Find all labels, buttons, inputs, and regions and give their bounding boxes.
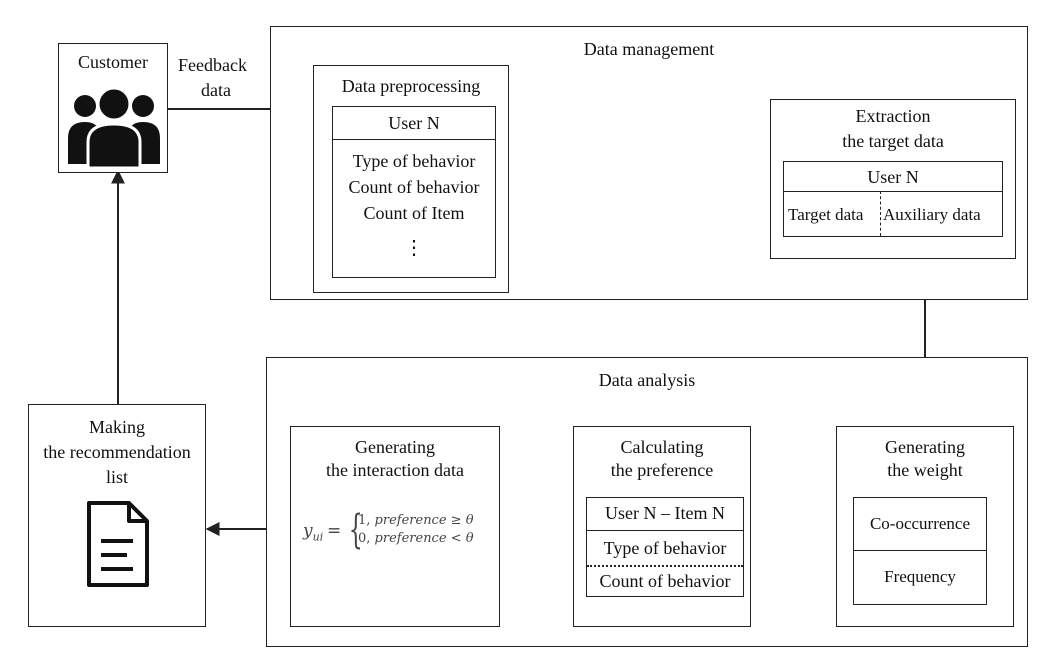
formula-case2: 0, preference < θ [358, 531, 474, 546]
customer-label: Customer [78, 52, 148, 72]
preference-row-type: Type of behavior [603, 538, 727, 558]
formula-brace: { [348, 507, 363, 553]
extraction-target-cell: Target data [788, 205, 864, 224]
interaction-formula: yui = { 1, preference ≥ θ 0, preference … [303, 507, 493, 557]
interaction-title-line2: the interaction data [326, 460, 464, 480]
weight-item-frequency: Frequency [884, 567, 956, 586]
generating-interaction-box: Generating the interaction data yui = { … [290, 426, 500, 627]
preference-dotted-divider [587, 565, 743, 567]
preprocessing-divider [333, 139, 495, 140]
feedback-label-line1: Feedback [178, 55, 247, 75]
data-analysis-title: Data analysis [598, 370, 696, 390]
preprocessing-user-table: User N Type of behavior Count of behavio… [332, 106, 496, 278]
extraction-title-line1: Extraction [855, 106, 931, 126]
preference-row-count: Count of behavior [599, 571, 731, 591]
preprocessing-item-count-behavior: Count of behavior [348, 177, 480, 197]
weight-table: Co-occurrence Frequency [853, 497, 987, 605]
preprocessing-item-type: Type of behavior [352, 151, 476, 171]
data-preprocessing-title: Data preprocessing [341, 76, 481, 96]
data-preprocessing-box: Data preprocessing User N Type of behavi… [313, 65, 509, 293]
formula-lhs: yui [303, 521, 324, 544]
preference-title-line2: the preference [610, 460, 714, 480]
recommendation-box: Making the recommendation list [28, 404, 206, 627]
document-icon [87, 501, 149, 587]
formula-equals: = [327, 521, 342, 541]
preference-header: User N – Item N [605, 503, 725, 523]
extraction-divider [784, 191, 1002, 192]
weight-title-line2: the weight [887, 460, 963, 480]
recommendation-title-line3: list [105, 467, 128, 487]
extraction-user-table: User N Target data Auxiliary data [783, 161, 1003, 237]
data-management-title: Data management [583, 39, 715, 59]
weight-divider [854, 550, 986, 551]
preprocessing-ellipsis: ⋮ [404, 237, 424, 259]
weight-title-line1: Generating [885, 437, 965, 457]
preference-divider [587, 530, 743, 531]
recommendation-title-line2: the recommendation [43, 442, 191, 462]
interaction-title-line1: Generating [355, 437, 435, 457]
weight-item-cooccurrence: Co-occurrence [869, 514, 971, 533]
calculating-preference-box: Calculating the preference User N – Item… [573, 426, 751, 627]
extraction-box: Extraction the target data User N Target… [770, 99, 1016, 259]
extraction-title-line2: the target data [842, 131, 944, 151]
extraction-cell-divider [880, 191, 881, 236]
preprocessing-item-count-item: Count of Item [363, 203, 465, 223]
feedback-label-line2: data [201, 80, 231, 100]
recommendation-title-line1: Making [89, 417, 145, 437]
preference-table: User N – Item N Type of behavior Count o… [586, 497, 744, 597]
generating-weight-box: Generating the weight Co-occurrence Freq… [836, 426, 1014, 627]
customer-box: Customer [58, 43, 168, 173]
people-group-icon [68, 86, 160, 168]
preprocessing-user-header: User N [388, 113, 440, 133]
preference-title-line1: Calculating [620, 437, 704, 457]
formula-case1: 1, preference ≥ θ [358, 513, 474, 528]
extraction-auxiliary-cell: Auxiliary data [883, 205, 981, 224]
extraction-user-header: User N [867, 167, 919, 187]
